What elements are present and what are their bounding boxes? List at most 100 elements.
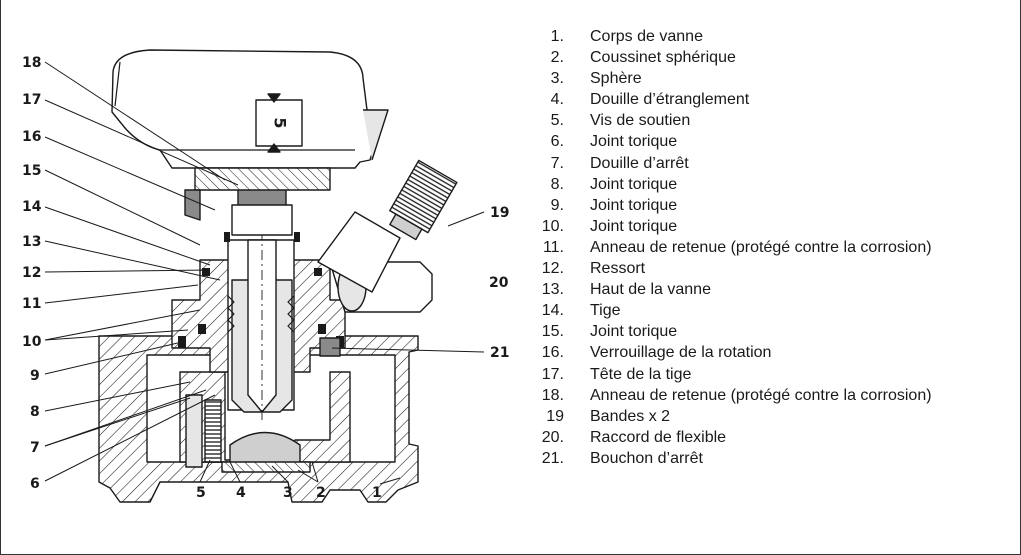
ball [229,431,301,467]
legend-item-label: Corps de vanne [590,28,703,45]
callout-18: 18 [22,55,41,71]
legend-item-number: 4. [550,91,564,109]
legend-item-number: 14. [541,302,564,320]
legend-item-label: Vis de soutien [590,112,691,130]
callout-16: 16 [22,129,41,145]
callout-8: 8 [30,404,40,420]
legend-item-label: Joint torique [590,175,678,193]
legend-item-label: Joint torique [590,196,678,214]
legend-item-number: 3. [550,70,564,88]
legend-item-label: Joint torique [590,217,678,235]
callout-4: 4 [236,485,246,501]
legend-item: 1.Corps de vanne [534,26,703,47]
callout-10: 10 [22,334,42,350]
ball-seat [221,461,311,473]
legend-item-label: Joint torique [590,323,678,341]
legend-item-number: 19 [546,407,564,425]
legend-item: 4. Douille d’étranglement [534,89,750,110]
legend-item-label: Bandes x 2 [590,407,671,425]
legend-item: 20.Raccord de flexible [534,427,726,448]
parts-legend: 1.Corps de vanne 2. Coussinet sphérique 3. S… [534,26,932,469]
setting-arrow-bottom [267,143,281,153]
collar [194,167,331,191]
legend-item: 12. Ressort [534,258,645,279]
legend-item-label: Anneau de retenue (protégé contre la cor… [590,386,932,404]
legend-item-label: Haut de la vanne [590,281,711,299]
legend-item-number: 5. [550,112,564,130]
legend-item-label: Douille d’étranglement [590,91,750,109]
valve-cross-section-diagram: 18 17 16 15 14 13 12 11 10 9 8 7 6 5 4 3… [22,49,509,503]
legend-item-label: Sphère [590,70,642,88]
legend-item: 8. Joint torique [534,174,678,195]
setting-number: 5 [271,117,290,128]
legend-item-number: 17. [541,365,564,383]
legend-item-label: Coussinet sphérique [590,49,736,67]
legend-item-number: 21. [541,449,564,467]
legend-item-number: 7. [550,154,564,172]
legend-item: 16. Verrouillage de la rotation [534,342,772,363]
callout-6: 6 [30,476,40,492]
test-port [317,211,401,293]
throttle-sleeve-thread [204,399,222,463]
legend-item-number: 10. [541,217,564,235]
legend-item-label: Tige [590,302,621,320]
legend-item-number: 8. [550,175,564,193]
callout-21: 21 [490,345,509,361]
callout-12: 12 [22,265,41,281]
legend-item-number: 11. [542,238,564,256]
setting-window [255,99,303,147]
legend-item-label: Bouchon d’arrêt [590,449,703,467]
legend-item-number: 13. [541,281,564,299]
legend-item: 9. Joint torique [534,195,678,216]
support-screw [185,394,203,468]
legend-item-number: 18. [541,386,564,404]
legend-item-label: Tête de la tige [590,365,692,383]
setting-arrow-top [267,93,281,103]
legend-item: 10. Joint torique [534,216,677,237]
callout-9: 9 [30,368,40,384]
legend-item: 14. Tige [534,300,621,321]
callout-13: 13 [22,234,41,250]
legend-item-number: 15. [541,323,564,341]
callout-5: 5 [196,485,206,501]
legend-item: 18. Anneau de retenue (protégé contre la … [534,385,932,406]
legend-item: 19 Bandes x 2 [534,406,670,427]
legend-item-label: Verrouillage de la rotation [590,344,772,362]
test-port-head [389,159,458,241]
callout-14: 14 [22,199,42,215]
callout-11: 11 [22,296,41,312]
handle-cap [111,49,386,169]
callout-15: 15 [22,163,41,179]
callout-1: 1 [372,485,382,501]
callout-3: 3 [283,485,293,501]
handle-flap [363,109,389,161]
legend-item: 11. Anneau de retenue (protégé contre la … [534,237,932,258]
handle-grip [114,61,121,107]
legend-item: 2. Coussinet sphérique [534,47,736,68]
callout-20: 20 [489,275,509,291]
spring [227,295,295,333]
legend-item-number: 2. [550,49,564,67]
legend-item-label: Douille d’arrêt [590,154,689,172]
leader-lines [44,61,485,485]
legend-item-number: 12. [541,260,564,278]
callout-19: 19 [490,205,509,221]
legend-item: 13. Haut de la vanne [534,279,711,300]
stem-head-cap [231,204,293,236]
legend-item-label: Joint torique [590,133,678,151]
legend-item-number: 9. [550,196,564,214]
callout-2: 2 [316,485,326,501]
legend-item-label: Raccord de flexible [590,428,727,446]
legend-item-label: Ressort [590,260,646,278]
legend-item: 15. Joint torique [534,321,677,342]
legend-item-number: 6. [550,133,564,151]
legend-item: 3. Sphère [534,68,642,89]
legend-item-number: 16. [541,344,564,362]
callout-17: 17 [22,92,41,108]
stop-plug [319,337,341,357]
legend-item: 21. Bouchon d’arrêt [534,448,703,469]
legend-item: 7. Douille d’arrêt [534,153,689,174]
callout-7: 7 [30,440,40,456]
legend-item: 6. Joint torique [534,131,678,152]
legend-item-label: Anneau de retenue (protégé contre la cor… [590,238,932,256]
